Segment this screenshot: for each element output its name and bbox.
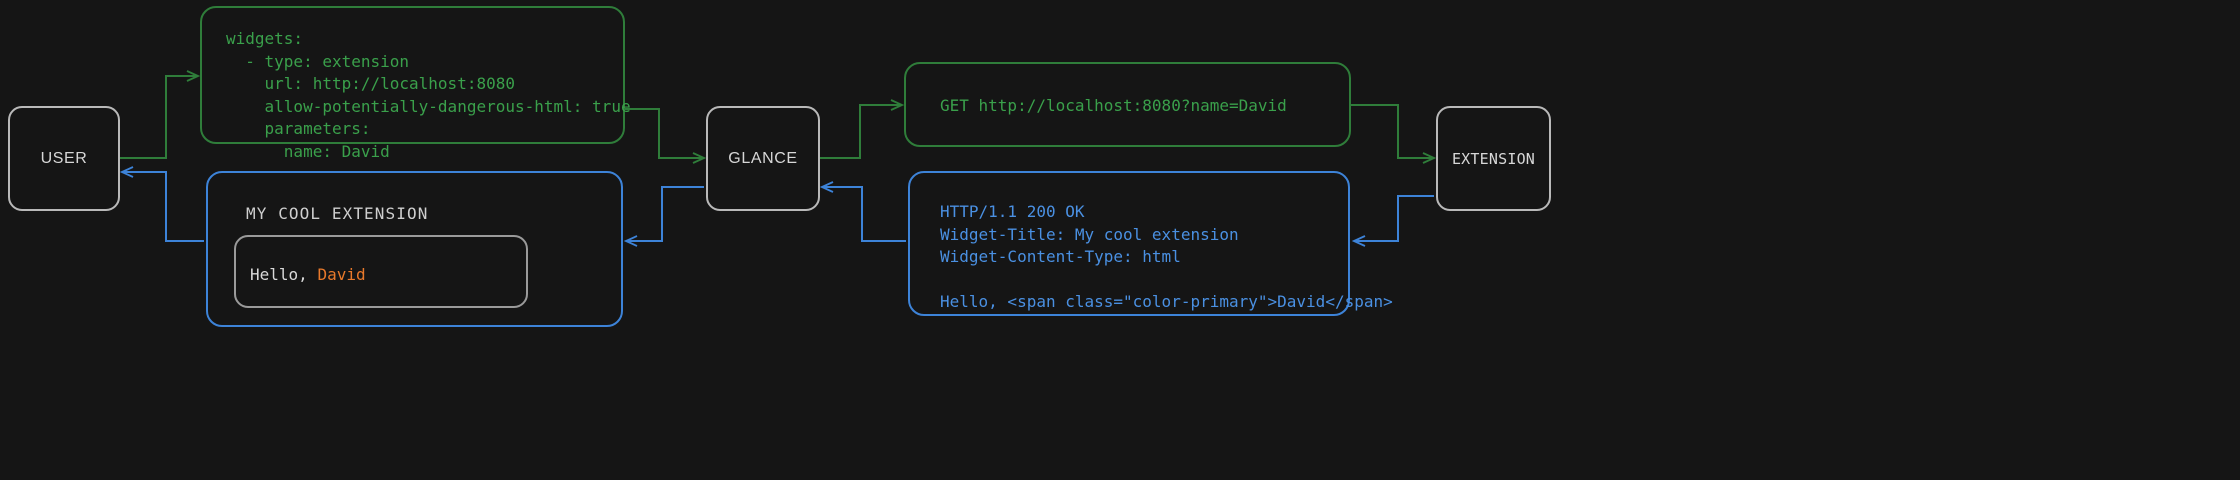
- wire-widget-to-user: [122, 172, 204, 242]
- widget-body-prefix: Hello,: [250, 265, 318, 284]
- panel-http-request: GET http://localhost:8080?name=David: [904, 62, 1351, 147]
- panel-rendered-widget: MY COOL EXTENSION Hello, David: [206, 171, 623, 327]
- node-glance[interactable]: GLANCE: [706, 106, 820, 211]
- rendered-widget-body: Hello, David: [250, 265, 366, 284]
- node-glance-label: GLANCE: [728, 149, 798, 167]
- panel-http-response: HTTP/1.1 200 OK Widget-Title: My cool ex…: [908, 171, 1393, 316]
- http-response-text: HTTP/1.1 200 OK Widget-Title: My cool ex…: [940, 202, 1393, 311]
- wire-request-to-extension: [1351, 104, 1434, 158]
- wire-user-to-config: [120, 76, 198, 159]
- wire-glance-to-request: [820, 105, 902, 159]
- node-user-label: USER: [40, 149, 88, 167]
- http-request-text: GET http://localhost:8080?name=David: [940, 96, 1287, 115]
- node-user[interactable]: USER: [8, 106, 120, 211]
- panel-config: widgets: - type: extension url: http://l…: [200, 6, 631, 161]
- node-extension-label: EXTENSION: [1451, 149, 1536, 168]
- config-yaml-text: widgets: - type: extension url: http://l…: [226, 29, 631, 161]
- wire-glance-to-widget: [626, 186, 704, 241]
- widget-body-accent: David: [317, 265, 366, 284]
- wire-response-to-glance: [822, 187, 906, 242]
- rendered-widget-title: MY COOL EXTENSION: [246, 204, 429, 223]
- wire-config-to-glance: [625, 108, 704, 158]
- node-extension[interactable]: EXTENSION: [1436, 106, 1551, 211]
- rendered-widget-card: Hello, David: [234, 235, 528, 308]
